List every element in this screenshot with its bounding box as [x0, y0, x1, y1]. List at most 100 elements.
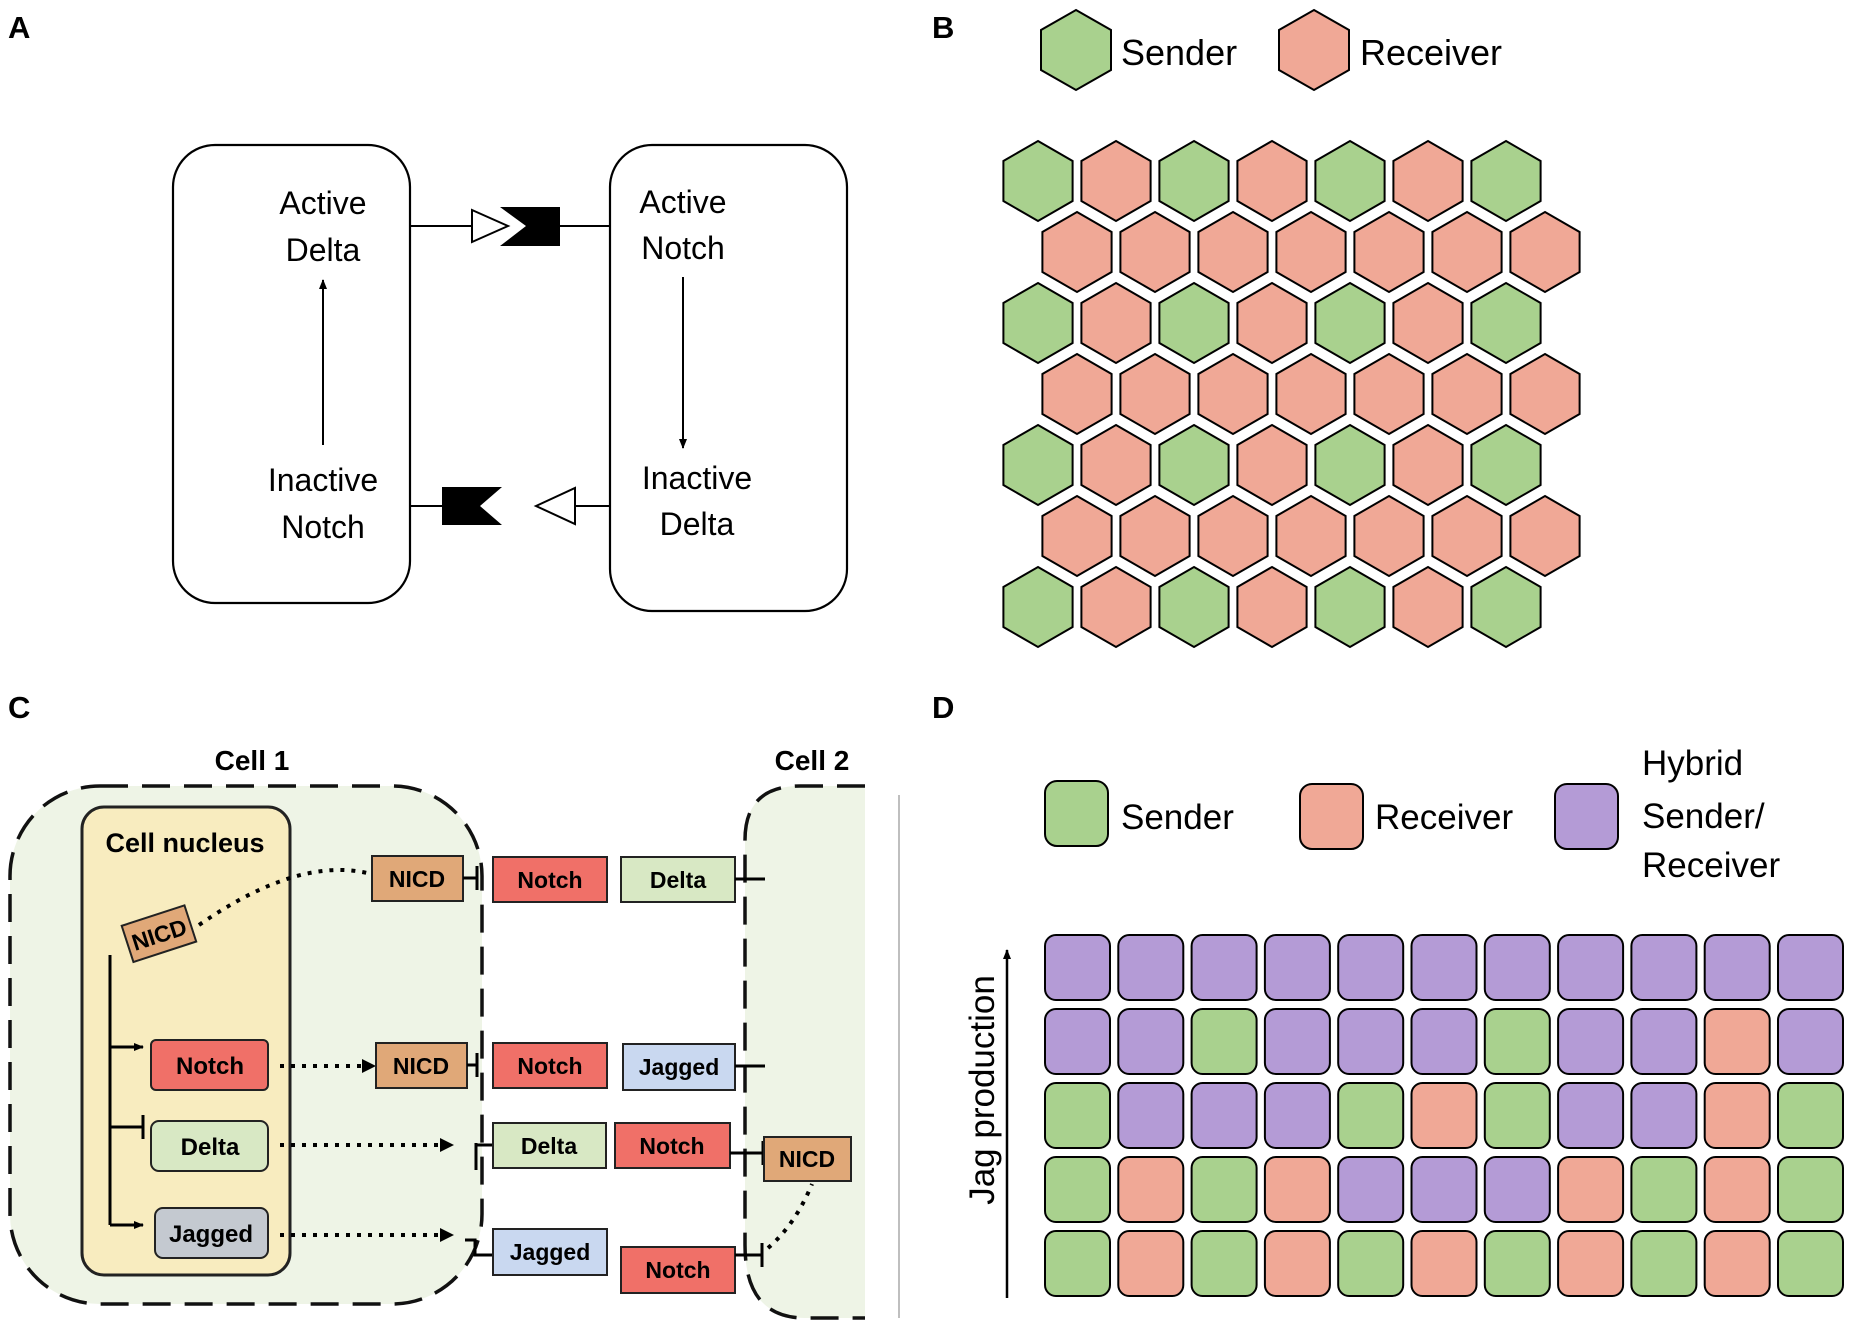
inactive-notch-line1: Inactive — [268, 462, 378, 498]
receiver-hex-cell — [1392, 423, 1464, 507]
notch-receptor-filled-icon — [500, 207, 560, 246]
panel-d-label: D — [932, 690, 954, 725]
sender-square-cell — [1190, 1008, 1258, 1075]
nucleus-delta-box — [150, 1120, 269, 1172]
hybrid-square-cell — [1190, 1082, 1258, 1149]
hybrid-square-cell — [1263, 934, 1331, 1001]
hybrid-square-cell — [1044, 934, 1111, 1001]
receiver-hex-cell — [1392, 139, 1464, 223]
receiver-hex-cell — [1080, 281, 1152, 365]
d-legend-hybrid-line3: Receiver — [1642, 846, 1780, 885]
receiver-hex-cell — [1353, 352, 1425, 436]
panel-a: A Active Delta Inactive Notch Active Not… — [8, 10, 849, 613]
inactive-delta-open-triangle-icon — [533, 486, 576, 526]
hybrid-square-cell — [1483, 1156, 1551, 1223]
sender-hex-cell — [1002, 565, 1074, 649]
receiver-hex-cell — [1509, 494, 1581, 578]
jagged-box-row4 — [492, 1228, 608, 1276]
inactive-delta-line1: Inactive — [642, 460, 752, 496]
sender-hex-cell — [1002, 139, 1074, 223]
sender-square-cell — [1190, 1230, 1258, 1297]
delta-box-row3 — [492, 1122, 607, 1169]
receiver-hex-cell — [1119, 210, 1191, 294]
receiver-square-cell — [1703, 1008, 1771, 1075]
d-legend-sender-label: Sender — [1121, 798, 1234, 837]
legend-receiver-hex-icon — [1278, 8, 1350, 92]
sender-square-cell — [1044, 1082, 1111, 1149]
hybrid-square-cell — [1557, 1008, 1625, 1075]
hybrid-square-cell — [1190, 934, 1258, 1001]
sender-hex-cell — [1002, 423, 1074, 507]
receiver-square-cell — [1410, 1230, 1478, 1297]
hybrid-square-cell — [1410, 1008, 1478, 1075]
nicd-box-row3 — [763, 1136, 852, 1182]
sender-hex-cell — [1314, 565, 1386, 649]
sender-square-cell — [1777, 1230, 1844, 1297]
receiver-hex-cell — [1197, 210, 1269, 294]
legend-sender-label: Sender — [1121, 32, 1237, 73]
cell-left-box — [171, 143, 412, 605]
notch-label-row4: Notch — [645, 1257, 710, 1283]
nicd-label-row2: NICD — [393, 1053, 449, 1079]
hybrid-square-cell — [1557, 934, 1625, 1001]
panel-b: B Sender Receiver — [932, 8, 1581, 649]
nucleus-label: Cell nucleus — [105, 828, 264, 858]
receiver-hex-cell — [1392, 565, 1464, 649]
receiver-hex-cell — [1197, 494, 1269, 578]
panel-a-label: A — [8, 10, 30, 45]
jagged-anchor-row4 — [465, 1238, 493, 1257]
sender-square-cell — [1777, 1156, 1844, 1223]
hybrid-square-cell — [1044, 1008, 1111, 1075]
hybrid-square-cell — [1557, 1082, 1625, 1149]
receiver-hex-cell — [1431, 352, 1503, 436]
delta-transport-arrowhead-icon — [440, 1138, 454, 1152]
receiver-hex-cell — [1392, 281, 1464, 365]
receiver-hex-cell — [1119, 494, 1191, 578]
sender-square-cell — [1777, 1082, 1844, 1149]
hybrid-square-cell — [1630, 934, 1698, 1001]
nicd-label-row1: NICD — [389, 866, 445, 892]
active-notch-line2: Notch — [641, 230, 725, 266]
sender-hex-cell — [1470, 423, 1542, 507]
notch-box-row1 — [492, 856, 608, 903]
cell2-membrane-outline — [743, 784, 865, 1320]
notch-box-row2 — [492, 1042, 608, 1089]
notch-transport-arrowhead-icon — [362, 1059, 376, 1073]
receiver-square-cell — [1117, 1156, 1185, 1223]
receiver-hex-cell — [1236, 139, 1308, 223]
jagged-label-row2: Jagged — [639, 1054, 720, 1080]
sender-square-cell — [1483, 1008, 1551, 1075]
sender-square-cell — [1044, 1230, 1111, 1297]
hybrid-square-cell — [1337, 1156, 1405, 1223]
nicd-box-row1 — [371, 855, 464, 902]
sender-square-cell — [1630, 1156, 1698, 1223]
d-legend-hybrid-line1: Hybrid — [1642, 744, 1743, 783]
receiver-square-cell — [1410, 1082, 1478, 1149]
hybrid-square-cell — [1117, 1082, 1185, 1149]
nicd-release-dotted-path — [766, 1183, 814, 1250]
receiver-hex-cell — [1197, 352, 1269, 436]
jagged-label-row4: Jagged — [510, 1239, 591, 1265]
nucleus-notch-box — [150, 1039, 269, 1091]
nucleus-delta-label: Delta — [181, 1134, 240, 1161]
sender-square-cell — [1337, 1082, 1405, 1149]
hybrid-square-cell — [1117, 934, 1185, 1001]
nicd-transport-dotted-path — [197, 867, 372, 927]
receiver-hex-cell — [1236, 565, 1308, 649]
sender-hex-cell — [1158, 139, 1230, 223]
delta-label-row3: Delta — [521, 1133, 577, 1159]
receiver-square-cell — [1263, 1230, 1331, 1297]
hybrid-square-cell — [1337, 1008, 1405, 1075]
notch-box-row3 — [614, 1122, 731, 1169]
sender-hex-cell — [1158, 423, 1230, 507]
hybrid-square-cell — [1117, 1008, 1185, 1075]
hybrid-square-cell — [1777, 934, 1844, 1001]
receiver-square-cell — [1557, 1156, 1625, 1223]
sender-square-cell — [1044, 1156, 1111, 1223]
receiver-hex-cell — [1275, 352, 1347, 436]
notch-label-row2: Notch — [517, 1053, 582, 1079]
legend-sender-square-icon — [1044, 780, 1109, 847]
hybrid-square-cell — [1263, 1008, 1331, 1075]
hybrid-square-cell — [1777, 1008, 1844, 1075]
sender-hex-cell — [1002, 281, 1074, 365]
